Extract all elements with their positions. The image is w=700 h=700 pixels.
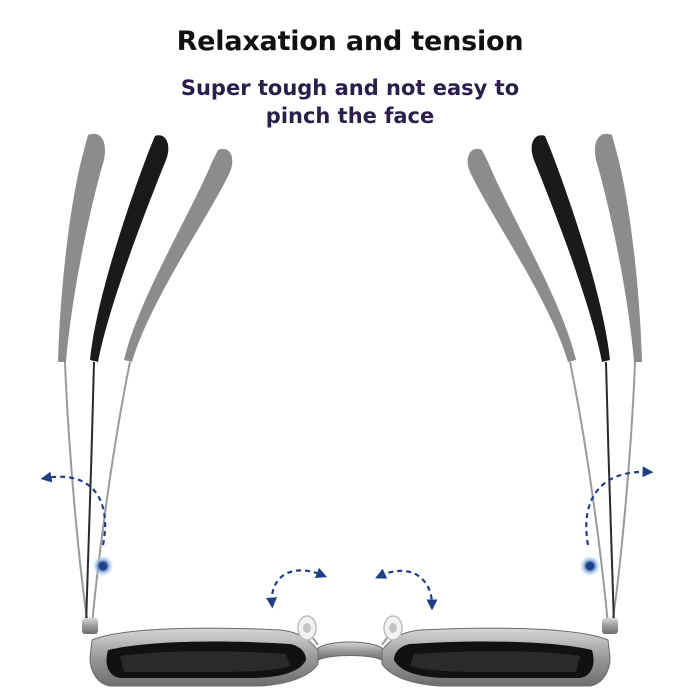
left-hinge <box>82 618 98 634</box>
right-flex-arrow-icon <box>585 466 654 546</box>
left-temple-group <box>58 133 233 626</box>
left-inner-temple-tip <box>124 148 233 362</box>
right-temple-group <box>467 133 642 626</box>
right-nosepad-arrow-icon <box>375 568 438 611</box>
right-hinge <box>602 618 618 634</box>
right-inner-temple-wire <box>569 361 609 626</box>
left-lens-inner <box>120 651 290 672</box>
left-outer-temple-wire <box>64 361 89 626</box>
front-frame <box>89 627 611 687</box>
right-black-temple-tip <box>531 135 610 362</box>
right-outer-temple-wire <box>611 361 636 626</box>
right-lens-inner <box>410 651 580 672</box>
subheadline-line-2: pinch the face <box>265 104 435 128</box>
headline: Relaxation and tension <box>176 26 524 57</box>
right-black-temple-wire <box>605 361 615 626</box>
right-outer-temple-tip <box>594 133 642 362</box>
right-pivot-dot-icon <box>580 556 600 576</box>
left-black-temple-tip <box>90 135 169 362</box>
subheadline-line-1: Super tough and not easy to <box>180 76 520 100</box>
left-inner-temple-wire <box>91 361 131 626</box>
left-flex-arrow-icon <box>40 471 107 546</box>
left-nose-pad <box>297 615 319 646</box>
left-pivot-dot-icon <box>93 556 113 576</box>
left-outer-temple-tip <box>58 133 106 362</box>
left-black-temple-wire <box>85 361 95 626</box>
right-nose-pad <box>381 615 403 646</box>
right-inner-temple-tip <box>467 148 576 362</box>
bridge <box>317 641 383 661</box>
left-nosepad-arrow-icon <box>266 567 328 609</box>
